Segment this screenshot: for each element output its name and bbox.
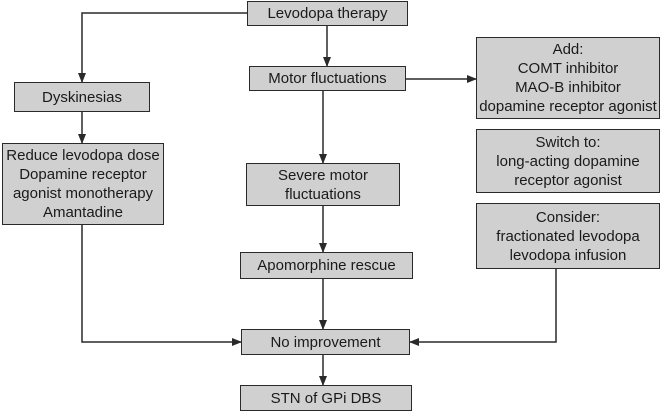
node-reduce-levodopa-line-3: agonist monotherapy xyxy=(12,185,154,202)
node-no-improvement-line-1: No improvement xyxy=(270,333,381,351)
node-apomorphine-rescue: Apomorphine rescue xyxy=(240,252,413,279)
node-consider-line-1: Consider: xyxy=(535,208,601,226)
node-switch-line-3: receptor agonist xyxy=(514,171,622,189)
node-severe-motor-fluctuations: Severe motor fluctuations xyxy=(246,163,400,206)
node-add-line-2: COMT inhibitor xyxy=(517,60,619,77)
node-dyskinesias-line-1: Dyskinesias xyxy=(41,88,123,106)
edge-reduce-to-no-improvement xyxy=(81,225,242,346)
node-levodopa-therapy: Levodopa therapy xyxy=(247,1,408,26)
node-switch-line-2: long-acting dopamine xyxy=(496,152,640,170)
node-reduce-levodopa-line-2: Dopamine receptor xyxy=(19,166,147,183)
node-add-line-4: dopamine receptor agonist xyxy=(479,98,657,115)
node-add-line-3: MAO-B inhibitor xyxy=(515,79,621,96)
node-add-medications: Add: COMT inhibitor MAO-B inhibitor dopa… xyxy=(476,37,660,119)
node-reduce-levodopa-line-4: Amantadine xyxy=(42,204,124,221)
node-reduce-levodopa-line-1: Reduce levodopa dose xyxy=(6,147,160,164)
node-apomorphine-rescue-line-1: Apomorphine rescue xyxy=(257,257,396,274)
node-add-line-1: Add: xyxy=(552,41,584,58)
node-consider-line-3: levodopa infusion xyxy=(509,246,627,264)
node-no-improvement: No improvement xyxy=(241,329,410,355)
node-switch-to: Switch to: long-acting dopamine receptor… xyxy=(476,129,660,193)
node-reduce-levodopa: Reduce levodopa dose Dopamine receptor a… xyxy=(2,143,164,225)
node-switch-line-1: Switch to: xyxy=(535,133,601,151)
node-motor-fluctuations-line-1: Motor fluctuations xyxy=(268,70,387,87)
node-stn-gpi-dbs: STN of GPi DBS xyxy=(240,385,412,411)
node-severe-motor-line-1: Severe motor xyxy=(277,166,369,184)
node-consider-line-2: fractionated levodopa xyxy=(496,227,640,245)
node-motor-fluctuations: Motor fluctuations xyxy=(249,66,406,91)
node-severe-motor-line-2: fluctuations xyxy=(285,185,361,203)
node-levodopa-therapy-line-1: Levodopa therapy xyxy=(267,5,388,22)
edge-consider-to-no-improvement xyxy=(409,269,557,346)
edge-levodopa-to-dyskinesias xyxy=(78,12,247,83)
node-consider: Consider: fractionated levodopa levodopa… xyxy=(476,203,660,269)
node-dyskinesias: Dyskinesias xyxy=(14,82,150,112)
node-stn-gpi-dbs-line-1: STN of GPi DBS xyxy=(270,389,382,407)
